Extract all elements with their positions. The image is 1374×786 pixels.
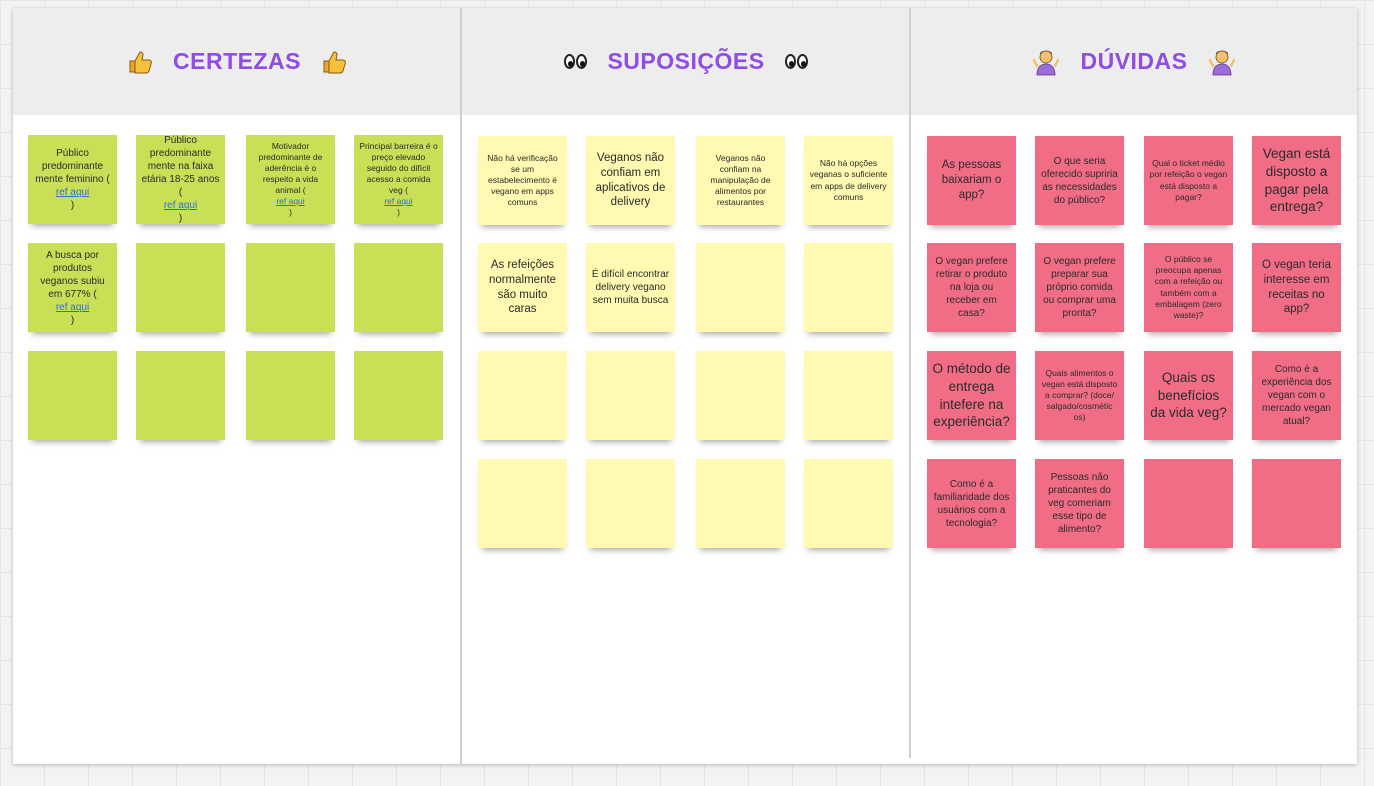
note-text: Público predominante mente na faixa etár… [141, 135, 220, 198]
note-text: Quais alimentos o vegan está disposto a … [1041, 367, 1118, 423]
note-text: Principal barreira é o preço elevado seg… [359, 140, 438, 196]
note-text: O método de entrega intefere na experiên… [932, 361, 1011, 430]
sticky-note-empty[interactable] [28, 351, 117, 440]
sticky-note[interactable]: O vegan prefere retirar o produto na loj… [927, 243, 1016, 332]
sticky-note[interactable]: A busca por produtos veganos subiu em 67… [28, 243, 117, 332]
note-text: Motivador predominante de aderência é o … [258, 140, 323, 196]
note-text: ) [178, 213, 183, 224]
note-text: Quais os benefícios da vida veg? [1150, 370, 1227, 421]
sticky-note-empty[interactable] [136, 351, 225, 440]
sticky-note-empty[interactable] [354, 243, 443, 332]
thumbs-up-icon [129, 50, 152, 73]
note-text: Como é a experiência dos vegan com o mer… [1261, 364, 1332, 427]
note-text: A busca por produtos veganos subiu em 67… [40, 249, 105, 300]
sticky-note[interactable]: Qual o ticket médio por refeição o vegan… [1144, 136, 1233, 225]
sticky-note[interactable]: Não há opções veganas o suficiente em ap… [804, 136, 893, 225]
note-text: As refeições normalmente são muito caras [488, 258, 557, 316]
sticky-note-empty[interactable] [804, 351, 893, 440]
column-header-duvidas: DÚVIDAS [911, 8, 1357, 115]
ref-link[interactable]: ref aqui [276, 196, 305, 207]
note-text: Qual o ticket médio por refeição o vegan… [1149, 158, 1228, 202]
sticky-note-empty[interactable] [586, 351, 675, 440]
column-title: CERTEZAS [173, 48, 301, 74]
column-duvidas[interactable]: DÚVIDAS As pessoas baixariam o app? O qu… [911, 8, 1357, 764]
sticky-note-empty[interactable] [586, 459, 675, 548]
sticky-note-empty[interactable] [696, 351, 785, 440]
note-text: Não há opções veganas o suficiente em ap… [809, 158, 888, 202]
note-text: O público se preocupa apenas com a refei… [1154, 254, 1223, 320]
sticky-note[interactable]: O público se preocupa apenas com a refei… [1144, 243, 1233, 332]
note-text: Como é a familiaridade dos usuários com … [933, 478, 1010, 529]
note-text: Veganos não confiam em aplicativos de de… [595, 151, 666, 209]
sticky-note[interactable]: Veganos não confiam na manipulação de al… [696, 136, 785, 225]
thumbs-up-icon [323, 50, 346, 73]
sticky-note[interactable]: Motivador predominante de aderência é o … [246, 135, 335, 224]
sticky-note-empty[interactable] [246, 351, 335, 440]
sticky-note-empty[interactable] [1252, 459, 1341, 548]
ref-link[interactable]: ref aqui [55, 301, 90, 313]
sticky-note[interactable]: Veganos não confiam em aplicativos de de… [586, 136, 675, 225]
ref-link[interactable]: ref aqui [163, 200, 198, 211]
sticky-note[interactable]: Público predominante mente na faixa etár… [136, 135, 225, 224]
note-text: O que seria oferecido supriria as necess… [1041, 155, 1118, 206]
whiteboard[interactable]: CERTEZAS Público predominante mente femi… [13, 8, 1357, 764]
sticky-note[interactable]: O vegan prefere preparar sua próprio com… [1035, 243, 1124, 332]
sticky-note[interactable]: As pessoas baixariam o app? [927, 136, 1016, 225]
note-text: Pessoas não praticantes do veg comeriam … [1048, 472, 1111, 535]
column-title: SUPOSIÇÕES [607, 48, 765, 74]
note-text: Vegan está disposto a pagar pela entrega… [1262, 146, 1331, 215]
sticky-note[interactable]: É difícil encontrar delivery vegano sem … [586, 243, 675, 332]
column-certezas[interactable]: CERTEZAS Público predominante mente femi… [13, 8, 461, 764]
sticky-note[interactable]: O que seria oferecido supriria as necess… [1035, 136, 1124, 225]
ref-link[interactable]: ref aqui [55, 187, 90, 198]
note-text: ) [70, 314, 75, 326]
note-text: O vegan prefere preparar sua próprio com… [1043, 256, 1116, 319]
sticky-note[interactable]: O vegan teria interesse em receitas no a… [1252, 243, 1341, 332]
column-divider [909, 8, 911, 758]
note-text: Não há verificação se um estabelecimento… [487, 152, 558, 208]
sticky-note-empty[interactable] [696, 459, 785, 548]
sticky-note-empty[interactable] [804, 243, 893, 332]
sticky-note[interactable]: Como é a familiaridade dos usuários com … [927, 459, 1016, 548]
note-text: ) [289, 207, 292, 218]
sticky-note-empty[interactable] [804, 459, 893, 548]
sticky-note[interactable]: Como é a experiência dos vegan com o mer… [1252, 351, 1341, 440]
sticky-note-empty[interactable] [136, 243, 225, 332]
sticky-note[interactable]: Pessoas não praticantes do veg comeriam … [1035, 459, 1124, 548]
note-text: Veganos não confiam na manipulação de al… [710, 152, 771, 208]
sticky-note[interactable]: O método de entrega intefere na experiên… [927, 351, 1016, 440]
sticky-note[interactable]: Principal barreira é o preço elevado seg… [354, 135, 443, 224]
sticky-note[interactable]: Vegan está disposto a pagar pela entrega… [1252, 136, 1341, 225]
sticky-note-empty[interactable] [696, 243, 785, 332]
sticky-note[interactable]: Não há verificação se um estabelecimento… [478, 136, 567, 225]
note-text: As pessoas baixariam o app? [941, 159, 1002, 201]
woman-shrugging-icon [1033, 50, 1060, 75]
sticky-note[interactable]: Quais alimentos o vegan está disposto a … [1035, 351, 1124, 440]
note-text: O vegan prefere retirar o produto na loj… [935, 256, 1008, 319]
note-text: Público predominante mente feminino ( [35, 148, 110, 185]
sticky-note[interactable]: As refeições normalmente são muito caras [478, 243, 567, 332]
sticky-note-empty[interactable] [478, 459, 567, 548]
column-title: DÚVIDAS [1080, 48, 1188, 74]
sticky-note-empty[interactable] [246, 243, 335, 332]
note-text: O vegan teria interesse em receitas no a… [1261, 258, 1332, 316]
column-header-certezas: CERTEZAS [13, 8, 461, 115]
sticky-note-empty[interactable] [354, 351, 443, 440]
sticky-note-empty[interactable] [478, 351, 567, 440]
note-text: ) [397, 207, 400, 218]
ref-link[interactable]: ref aqui [384, 196, 413, 207]
eyes-icon [564, 54, 588, 69]
column-divider [460, 8, 462, 764]
column-header-suposicoes: SUPOSIÇÕES [462, 8, 910, 115]
eyes-icon [784, 54, 808, 69]
sticky-note[interactable]: Público predominante mente feminino ( ref… [28, 135, 117, 224]
note-text: É difícil encontrar delivery vegano sem … [591, 269, 670, 306]
note-text: ) [70, 200, 75, 211]
sticky-note-empty[interactable] [1144, 459, 1233, 548]
woman-shrugging-icon [1208, 50, 1235, 75]
sticky-note[interactable]: Quais os benefícios da vida veg? [1144, 351, 1233, 440]
column-suposicoes[interactable]: SUPOSIÇÕES Não há verificação se um esta… [462, 8, 910, 764]
